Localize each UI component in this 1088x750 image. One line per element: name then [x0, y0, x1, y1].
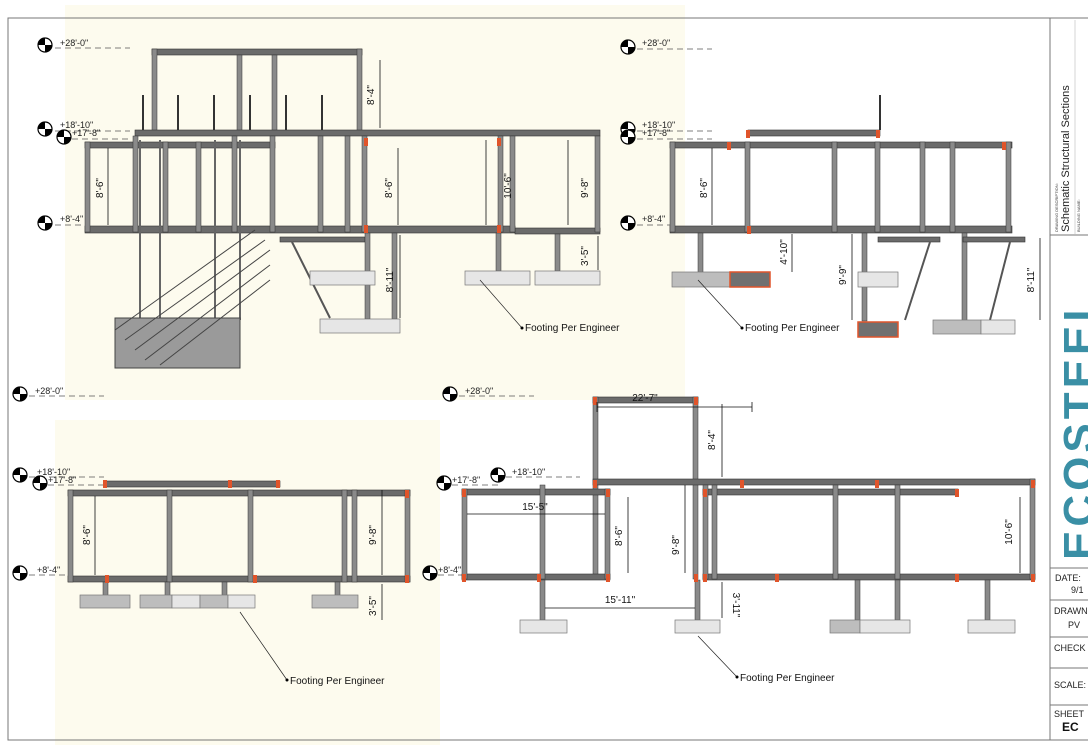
level-label: +18'-10" [512, 467, 545, 477]
footing-note: Footing Per Engineer [290, 676, 385, 687]
level-label: +8'-4" [37, 565, 60, 575]
dimension-label: 9'-8" [671, 535, 682, 555]
level-label: +17'-8" [452, 475, 480, 485]
dimension-label: 4'-10" [779, 239, 790, 265]
description-label: DRAWING DESCRIPTION: [1054, 183, 1059, 232]
dimension-label: 8'-4" [707, 430, 718, 450]
dimension-label: 8'-6" [614, 526, 625, 546]
dimension-label: 8'-6" [384, 178, 395, 198]
dimension-label: 8'-4" [366, 85, 377, 105]
level-label: +28'-0" [465, 386, 493, 396]
date-label: DATE: [1055, 573, 1081, 583]
dimension-label: 8'-11" [1026, 267, 1037, 292]
dimension-label: 3'-5" [580, 246, 591, 266]
dimension-label: 3'-11" [730, 593, 741, 618]
level-label: +8'-4" [60, 214, 83, 224]
level-label: +28'-0" [35, 386, 63, 396]
section-3: +28'-0" +18'-10" +17'-8" +8'-4" 8'-6" 9'… [12, 386, 411, 687]
dimension-label: 3'-5" [368, 596, 379, 616]
dimension-label: 8'-11" [385, 267, 396, 292]
scale-label: SCALE: [1054, 680, 1086, 690]
dimension-label: 22'-7" [632, 393, 658, 404]
level-markers: +28'-0" +18'-10" +17'-8" +8'-4" [37, 37, 130, 231]
dimension-label: 10'-6" [1004, 519, 1015, 545]
paper-tint [55, 420, 440, 745]
drawn-label: DRAWN [1054, 606, 1088, 616]
sheet-number: EC [1062, 720, 1079, 734]
level-label: +18'-10" [642, 120, 675, 130]
sheet-label: SHEET [1054, 709, 1085, 719]
date-value: 9/1 [1071, 585, 1084, 595]
level-label: +18'-10" [60, 120, 93, 130]
level-label: +8'-4" [642, 214, 665, 224]
level-label: +17'-8" [642, 128, 670, 138]
dimension-label: 15'-5" [522, 502, 548, 513]
checked-label: CHECK [1054, 643, 1086, 653]
dimension-label: 9'-8" [580, 178, 591, 198]
dimension-label: 9'-8" [368, 525, 379, 545]
level-label: +28'-0" [60, 38, 88, 48]
footing-note: Footing Per Engineer [525, 323, 620, 334]
dimension-label: 8'-6" [82, 525, 93, 545]
dimension-label: 15'-11" [605, 595, 636, 606]
level-label: +18'-10" [37, 467, 70, 477]
title-block: DRAWING DESCRIPTION: Schematic Structura… [1049, 17, 1088, 741]
level-label: +28'-0" [642, 38, 670, 48]
dimension-label: 8'-6" [699, 178, 710, 198]
section-1: +28'-0" +18'-10" +17'-8" +8'-4" 8'-4" 8'… [37, 37, 620, 369]
footing-note: Footing Per Engineer [745, 323, 840, 334]
section-2: +28'-0" +18'-10" +17'-8" +8'-4" 8'-6" 4'… [620, 38, 1041, 338]
drawn-value: PV [1068, 620, 1080, 630]
drawing-description: Schematic Structural Sections [1060, 85, 1072, 232]
level-label: +8'-4" [438, 565, 461, 575]
level-label: +17'-8" [48, 475, 76, 485]
dimension-label: 8'-6" [95, 178, 106, 198]
dimension-label: 10'-6" [503, 173, 514, 199]
ecosteel-logo: ECOSTEEL [1055, 291, 1088, 560]
building-name-label: BUILDING NAME: [1076, 199, 1081, 232]
footing-note: Footing Per Engineer [740, 673, 835, 684]
level-label: +17'-8" [72, 128, 100, 138]
dimension-label: 9'-9" [838, 265, 849, 285]
section-4: +28'-0" +18'-10" +17'-8" +8'-4" 22'-7" 8… [422, 386, 1036, 684]
